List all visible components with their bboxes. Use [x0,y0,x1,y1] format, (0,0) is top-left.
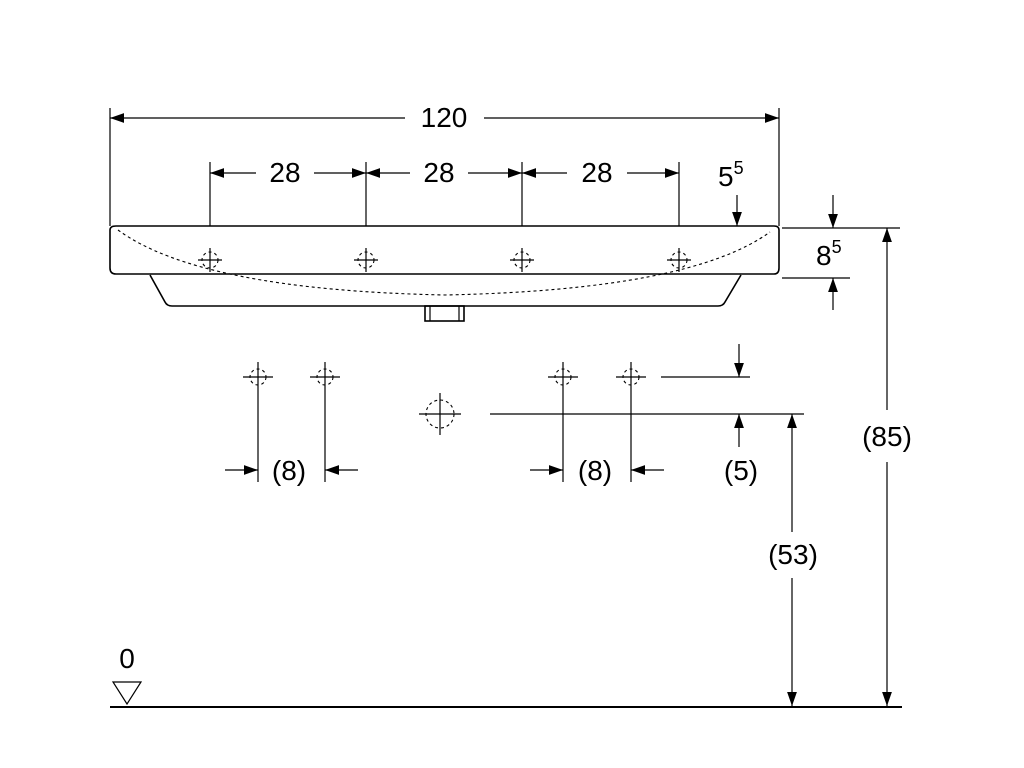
drain-connection [419,393,461,435]
drain-height-dimension: (53) [768,414,818,706]
spacing-label-3: 28 [581,157,612,188]
overall-width-dimension: 120 [109,102,780,226]
drain-height-label: (53) [768,539,818,570]
tap-spacing-dimensions: 28 28 28 [209,157,680,226]
wall-hole-right-2 [616,362,646,482]
basin-tap-holes [198,248,691,272]
spacing-label-2: 28 [423,157,454,188]
hole-offset-dimension: (5) [490,344,804,486]
tap-hole-3 [510,248,534,272]
tap-hole-2 [354,248,378,272]
right-pair-spacing-label: (8) [578,455,612,486]
wall-connection-holes [243,362,646,482]
floor-level-label: 0 [119,643,135,674]
basin-thickness-dimension: 85 [782,195,900,310]
wall-hole-left-1 [243,362,273,482]
spacing-label-1: 28 [269,157,300,188]
total-height-label: (85) [862,421,912,452]
edge-offset-label: 55 [718,158,744,192]
basin-outline [109,225,780,322]
basin-thickness-label: 85 [816,237,842,271]
tap-hole-1 [198,248,222,272]
wall-hole-right-1 [548,362,578,482]
total-height-dimension: (85) [862,228,912,706]
wall-hole-left-2 [310,362,340,482]
tap-hole-4 [667,248,691,272]
overall-width-label: 120 [421,102,468,133]
left-pair-spacing-label: (8) [272,455,306,486]
hole-offset-label: (5) [724,455,758,486]
left-pair-spacing-dimension: (8) [225,455,358,486]
floor-level: 0 [110,643,902,708]
right-pair-spacing-dimension: (8) [530,455,664,486]
edge-offset-dimension: 55 [718,158,744,226]
